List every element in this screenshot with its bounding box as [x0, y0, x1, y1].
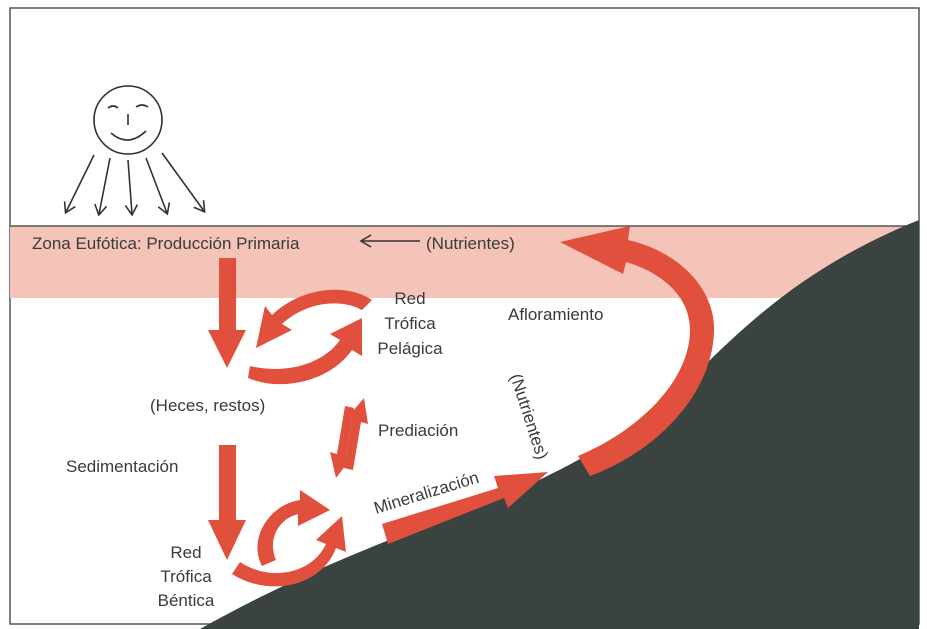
- pelagic-web-label-line2: Trófica: [384, 314, 436, 333]
- pelagic-web-label-line1: Red: [394, 289, 425, 308]
- pelagic-web-label-line3: Pelágica: [377, 339, 443, 358]
- predation-label: Prediación: [378, 421, 458, 440]
- euphotic-zone-label: Zona Eufótica: Producción Primaria: [32, 234, 300, 253]
- nutrients-slope-label: (Nutrientes): [506, 371, 552, 461]
- nutrients-top-label: (Nutrientes): [426, 234, 515, 253]
- benthic-web-label-line2: Trófica: [160, 567, 212, 586]
- sedimentation-arrow: [208, 445, 246, 560]
- benthic-web-label-line3: Béntica: [158, 591, 215, 610]
- benthic-web-label-line1: Red: [170, 543, 201, 562]
- sedimentation-label: Sedimentación: [66, 457, 178, 476]
- feces-label: (Heces, restos): [150, 396, 265, 415]
- upwelling-label: Afloramiento: [508, 305, 603, 324]
- benthic-cycle-arrow-left: [257, 490, 330, 566]
- sun-icon: [66, 86, 204, 214]
